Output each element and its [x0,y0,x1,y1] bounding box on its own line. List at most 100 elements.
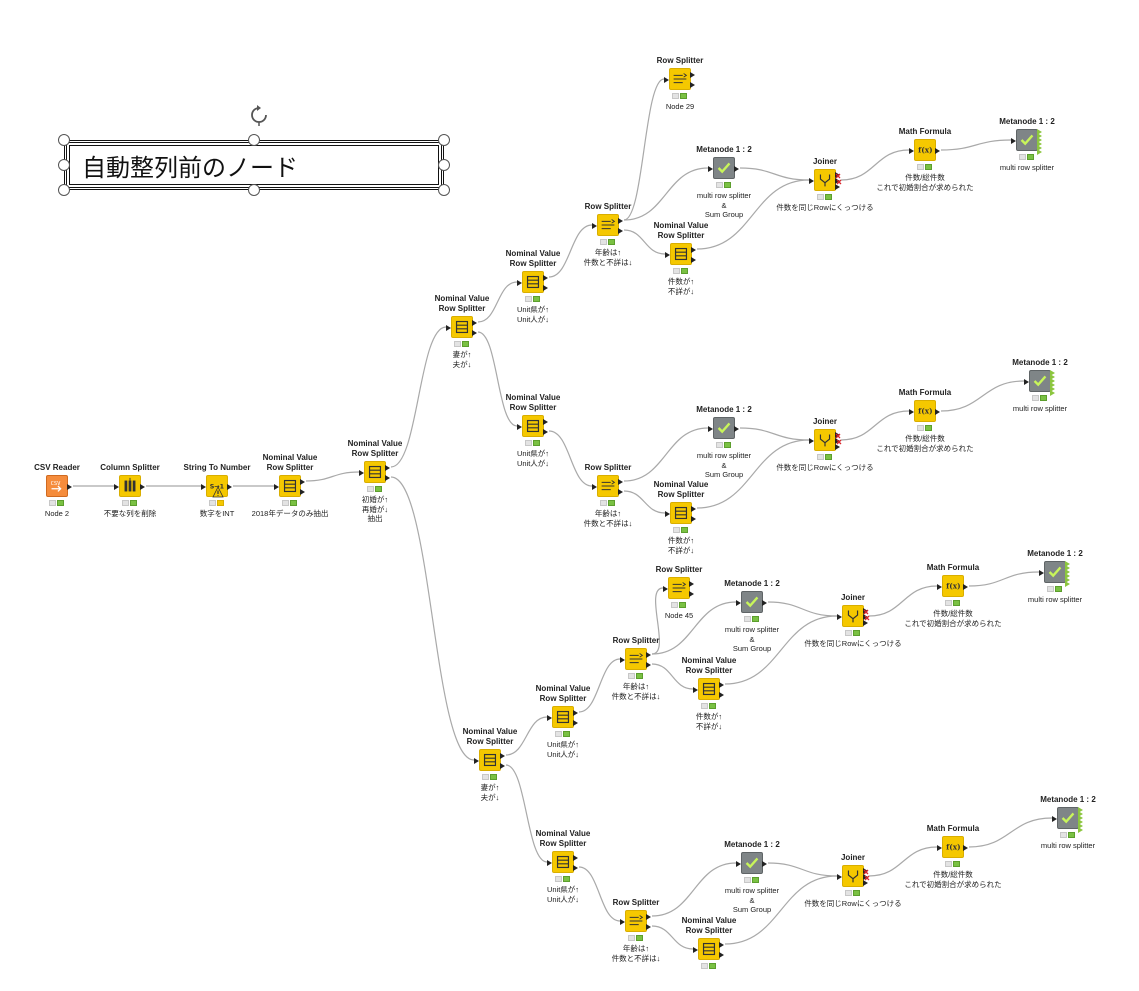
connection-jnA1-mfA1[interactable] [840,149,910,181]
connection-rsA1-nvA1b[interactable] [623,229,666,255]
mf-node-icon[interactable]: f(x) [937,575,968,597]
connection-nvrs1-nvrs2[interactable] [305,471,360,482]
input-port-icon[interactable] [665,251,670,258]
connection-jnB1-mfB1[interactable] [868,585,938,617]
output-port-icon[interactable] [543,428,548,435]
input-port-icon[interactable] [693,686,698,693]
output-port-icon[interactable] [1037,133,1042,139]
output-port-icon[interactable] [67,483,72,490]
nvrs-node-icon[interactable] [547,851,578,873]
rs-node-icon[interactable] [663,577,694,599]
output-port-icon[interactable] [734,425,739,432]
connection-rsA2-nvA2b[interactable] [623,490,666,514]
workflow-annotation[interactable]: 自動整列前のノード [58,105,450,196]
connection-mfB2-moB2[interactable] [968,817,1053,848]
colsplit-node-icon[interactable] [114,475,145,497]
input-port-icon[interactable] [665,510,670,517]
nvrs-node-icon[interactable] [446,316,477,338]
output-port-icon[interactable] [1050,374,1055,380]
output-port-icon[interactable] [762,860,767,867]
input-port-icon[interactable] [693,946,698,953]
connection-nvB-nvB2[interactable] [505,764,548,863]
output-port-icon[interactable] [1037,129,1042,135]
rs-node-icon[interactable] [664,68,695,90]
metaout-node-icon[interactable] [1039,561,1070,587]
output-port-icon[interactable] [1050,382,1055,388]
connection-mtA1-jnA1[interactable] [739,167,810,181]
output-port-icon[interactable] [618,478,623,485]
input-port-icon[interactable] [663,585,668,592]
output-port-icon[interactable] [1065,565,1070,571]
input-port-icon[interactable] [446,324,451,331]
output-port-icon[interactable] [227,483,232,490]
output-port-icon[interactable] [1065,569,1070,575]
output-port-icon[interactable] [762,599,767,606]
output-port-icon[interactable] [1037,141,1042,147]
output-port-icon[interactable] [1078,819,1083,825]
connection-mtB2-jnB2[interactable] [767,862,838,877]
resize-handle-ml[interactable] [58,159,70,171]
input-port-icon[interactable] [909,147,914,154]
connection-mtA2-jnA2[interactable] [739,427,810,441]
input-port-icon[interactable] [1052,815,1057,822]
connection-rsB1-mtB1[interactable] [651,601,737,655]
input-port-icon[interactable] [1024,378,1029,385]
output-port-icon[interactable] [1078,807,1083,813]
connection-nvA1b-jnA1[interactable] [696,179,810,250]
output-port-icon[interactable] [500,762,505,769]
connection-nvrs2-nvB[interactable] [390,476,475,761]
output-port-icon[interactable] [1065,581,1070,587]
resize-handle-bl[interactable] [58,184,70,196]
output-port-icon[interactable] [734,165,739,172]
output-port-icon[interactable] [300,478,305,485]
nvrs-node-icon[interactable] [474,749,505,771]
input-port-icon[interactable] [1039,569,1044,576]
rotate-handle-icon[interactable] [248,104,270,126]
input-port-icon[interactable] [736,860,741,867]
joiner-node-icon[interactable] [809,169,842,191]
mf-node-icon[interactable]: f(x) [937,836,968,858]
output-port-icon[interactable] [863,880,868,886]
output-port-icon[interactable] [719,951,724,958]
output-port-icon[interactable] [140,483,145,490]
input-port-icon[interactable] [547,859,552,866]
connection-rsB1-rsB0[interactable] [651,587,664,655]
resize-handle-tr[interactable] [438,134,450,146]
input-port-icon[interactable] [620,656,625,663]
nvrs-node-icon[interactable] [517,415,548,437]
output-port-icon[interactable] [935,147,940,154]
output-port-icon[interactable] [573,719,578,726]
connection-rsA2-mtA2[interactable] [623,427,709,482]
output-port-icon[interactable] [690,81,695,88]
connection-nvB1b-jnB1[interactable] [724,615,838,685]
str2num-node-icon[interactable]: S→1 [201,475,232,498]
nvrs-node-icon[interactable] [693,678,724,700]
joiner-node-icon[interactable] [837,605,870,627]
metaout-node-icon[interactable] [1052,807,1083,833]
nvrs-node-icon[interactable] [547,706,578,728]
nvrs-node-icon[interactable] [693,938,724,960]
output-port-icon[interactable] [646,923,651,930]
connection-jnA2-mfA2[interactable] [840,410,910,441]
connection-rsA1-rsA0[interactable] [623,78,665,221]
output-port-icon[interactable] [500,752,505,759]
output-port-icon[interactable] [691,515,696,522]
connection-rsB2-nvB2b[interactable] [651,925,694,950]
output-port-icon[interactable] [719,941,724,948]
output-port-icon[interactable] [1078,823,1083,829]
csv-node-icon[interactable]: CSV [46,475,72,497]
output-port-icon[interactable] [1037,149,1042,155]
output-port-icon[interactable] [691,246,696,253]
output-port-icon[interactable] [835,444,840,450]
meta-node-icon[interactable] [736,591,767,613]
joiner-node-icon[interactable] [837,865,870,887]
input-port-icon[interactable] [809,177,814,184]
output-port-icon[interactable] [1037,145,1042,151]
nvrs-node-icon[interactable] [665,502,696,524]
output-port-icon[interactable] [691,256,696,263]
connection-nvA-nvA1[interactable] [477,281,518,323]
output-port-icon[interactable] [835,184,840,190]
output-port-icon[interactable] [385,464,390,471]
output-port-icon[interactable] [573,864,578,871]
input-port-icon[interactable] [937,844,942,851]
